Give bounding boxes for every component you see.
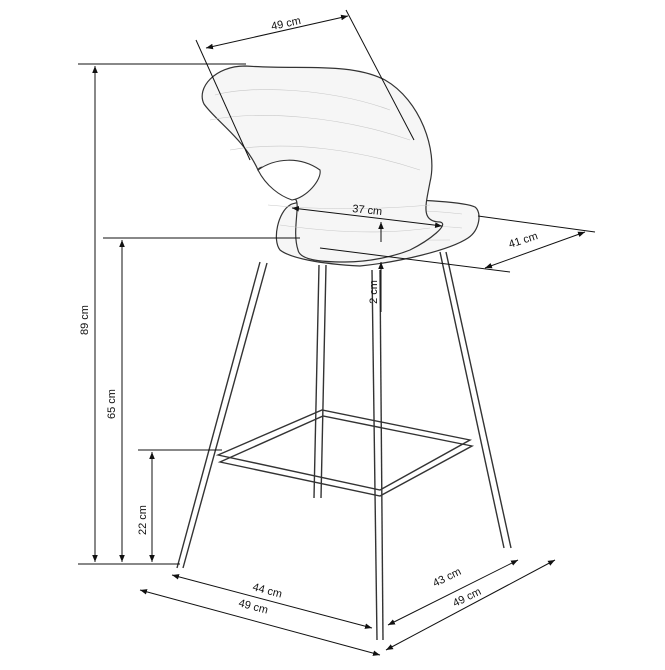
total-height-label: 89 cm <box>79 305 91 335</box>
seat-thickness-label: 2 cm <box>368 280 380 304</box>
seat-height-label: 65 cm <box>106 389 118 419</box>
dim-seat-width: 37 cm <box>291 203 443 228</box>
base-depth-label: 43 cm <box>431 566 463 590</box>
footrest-ring <box>215 409 475 497</box>
back-left-leg <box>313 264 320 499</box>
chair-drawing <box>176 65 512 641</box>
dim-overall-depth: 49 cm <box>385 559 556 651</box>
chair-legs <box>176 251 512 641</box>
footrest-height-label: 22 cm <box>137 505 149 535</box>
dim-footrest-height: 22 cm <box>137 449 222 562</box>
dim-base-depth: 43 cm <box>387 559 519 626</box>
dim-base-front-width: 44 cm <box>171 574 373 629</box>
dim-seat-thickness: 2 cm <box>368 222 384 312</box>
back-right-leg <box>439 251 505 549</box>
dim-overall-width: 49 cm <box>139 589 381 656</box>
overall-width-label: 49 cm <box>237 597 269 616</box>
seat-depth-label: 41 cm <box>507 230 539 251</box>
overall-depth-label: 49 cm <box>451 586 483 610</box>
seat-width-label: 37 cm <box>352 203 383 218</box>
dim-total-height: 89 cm <box>78 63 246 565</box>
front-right-leg <box>371 269 378 641</box>
front-left-leg <box>176 261 261 569</box>
dim-seat-height: 65 cm <box>103 237 300 562</box>
dim-backrest-width: 49 cm <box>195 9 415 161</box>
backrest <box>201 65 444 263</box>
